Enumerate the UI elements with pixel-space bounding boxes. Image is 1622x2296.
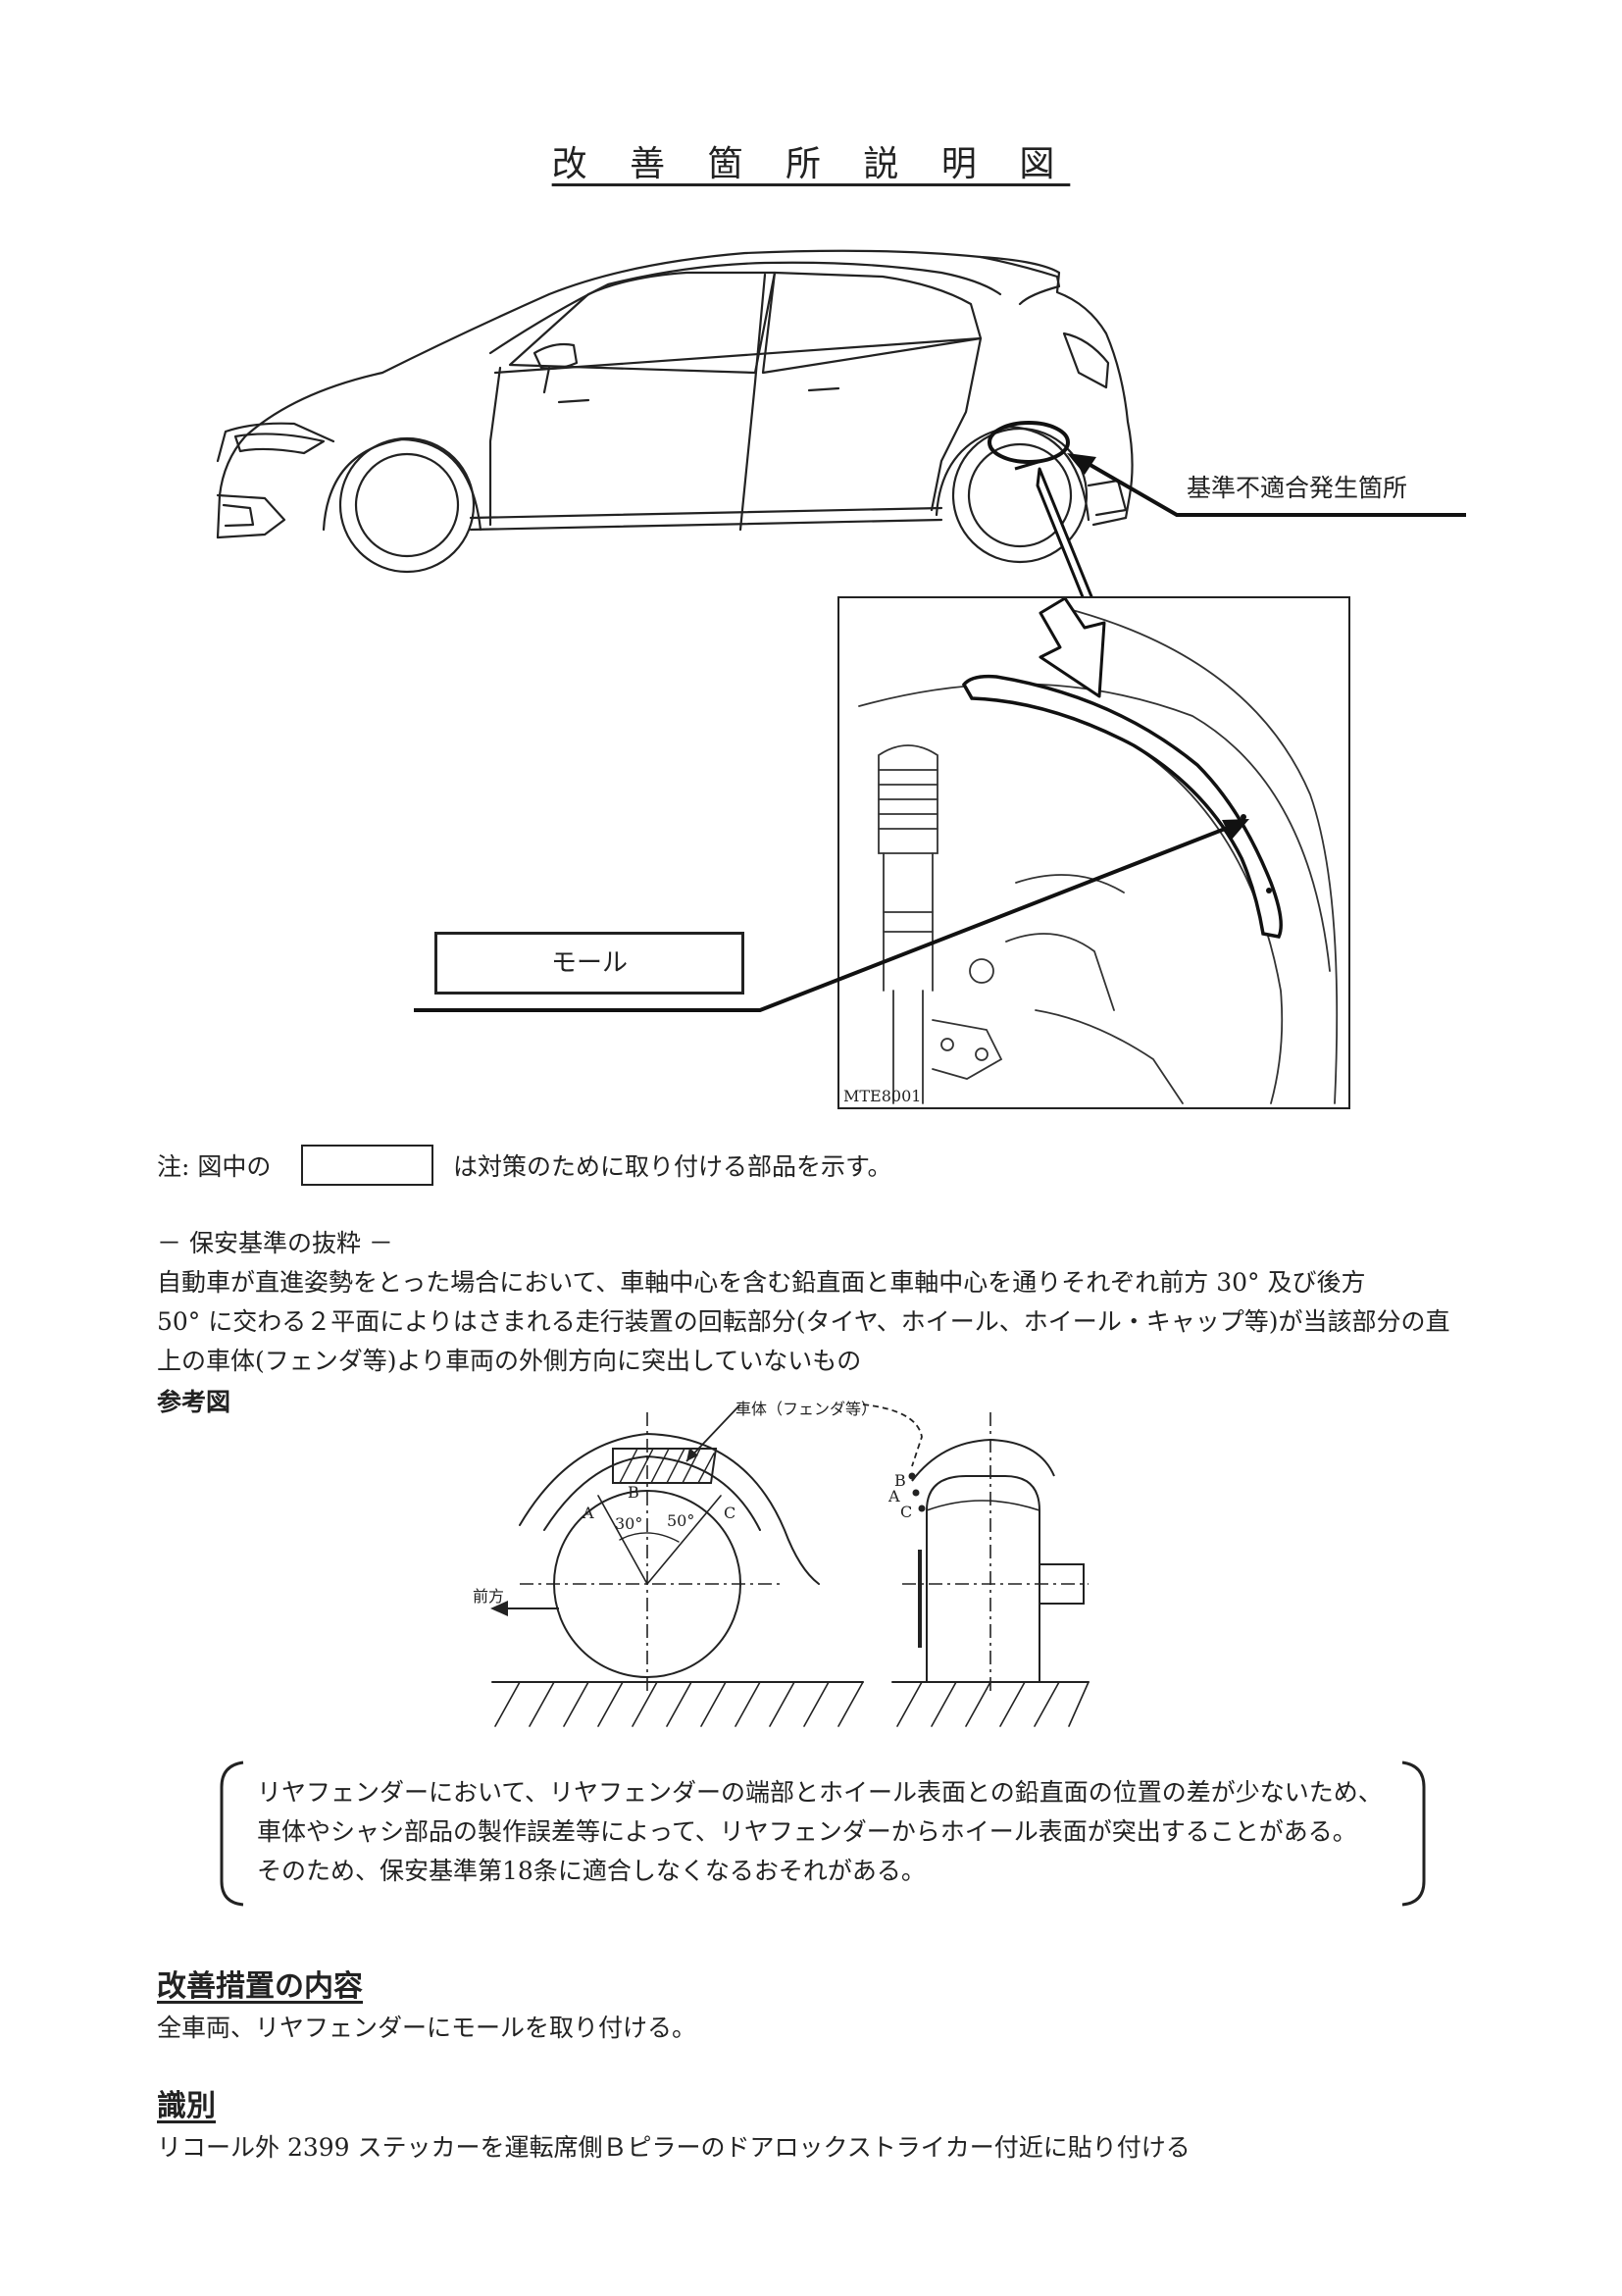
standard-excerpt-heading: － 保安基準の抜粋 －	[157, 1229, 393, 1257]
nonconformity-location-label: 基準不適合発生箇所	[1187, 474, 1408, 502]
note-prefix: 注: 図中の	[157, 1152, 272, 1181]
standard-excerpt-line-1: 自動車が直進姿勢をとった場合において、車軸中心を含む鉛直面と車軸中心を通りそれぞ…	[157, 1268, 1366, 1297]
reference-forward-label: 前方	[473, 1587, 505, 1606]
page-title: 改 善 箇 所 説 明 図	[551, 144, 1071, 184]
figure-code: MTE8001	[843, 1087, 922, 1105]
measure-text: 全車両、リヤフェンダーにモールを取り付ける。	[157, 2014, 697, 2042]
reference-angle-rear: 50°	[667, 1511, 695, 1530]
standard-excerpt-line-2: 50° に交わる２平面によりはさまれる走行装置の回転部分(タイヤ、ホイール、ホイ…	[157, 1307, 1450, 1336]
detail-inset: MTE8001	[837, 596, 1350, 1109]
identification-text: リコール外 2399 ステッカーを運転席側Ｂピラーのドアロックストライカー付近に…	[157, 2133, 1191, 2162]
molding-detail-drawing	[858, 598, 1339, 1104]
reference-body-label: 車体（フェンダ等）	[735, 1400, 878, 1418]
reference-figure-heading: 参考図	[157, 1388, 231, 1416]
cause-line-3: そのため、保安基準第18条に適合しなくなるおそれがある。	[257, 1857, 926, 1885]
identification-heading: 識別	[157, 2089, 216, 2123]
measure-heading: 改善措置の内容	[157, 1969, 363, 2004]
note-legend-box	[301, 1145, 433, 1186]
cause-line-2: 車体やシャシ部品の製作誤差等によって、リヤフェンダーからホイール表面が突出するこ…	[257, 1817, 1357, 1846]
reference-point-a: A	[583, 1504, 594, 1522]
reference-side-point-a: A	[888, 1487, 900, 1505]
reference-side-point-c: C	[900, 1503, 913, 1521]
reference-point-c: C	[724, 1504, 736, 1522]
reference-point-b: B	[628, 1483, 639, 1502]
reference-side-point-b: B	[894, 1471, 906, 1490]
note-suffix: は対策のために取り付ける部品を示す。	[453, 1152, 892, 1181]
cause-line-1: リヤフェンダーにおいて、リヤフェンダーの端部とホイール表面との鉛直面の位置の差が…	[257, 1778, 1383, 1807]
reference-angle-front: 30°	[615, 1514, 643, 1533]
part-label-box: モール	[434, 932, 744, 995]
standard-excerpt-line-3: 上の車体(フェンダ等)より車両の外側方向に突出していないもの	[157, 1347, 862, 1375]
